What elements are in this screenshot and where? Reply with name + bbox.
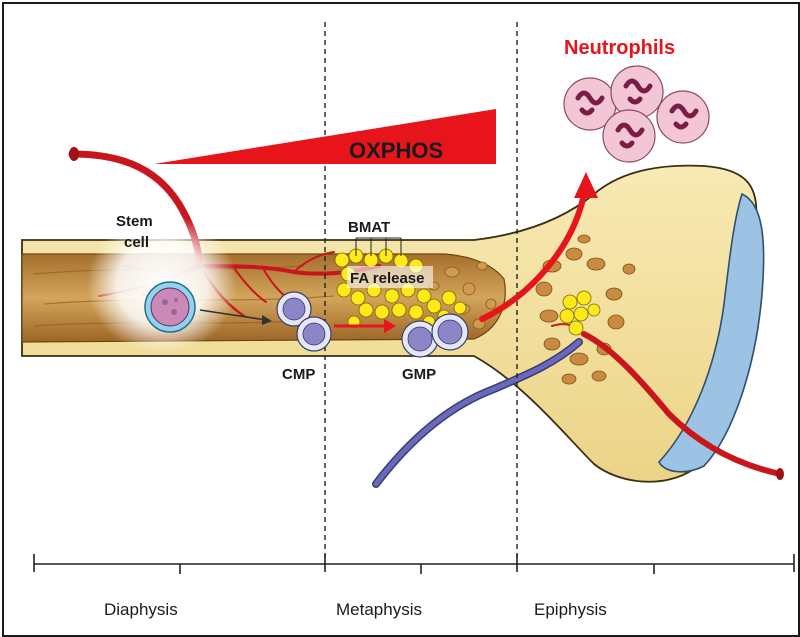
bone-marrow-diagram: OXPHOS Stem cell CMP BMAT FA (21, 22, 795, 619)
neutrophil (563, 77, 617, 131)
differentiation-arrow-1 (199, 309, 267, 321)
neutrophil (610, 65, 664, 119)
region-label-epiphysis: Epiphysis (534, 600, 607, 619)
stem-cell (144, 281, 196, 333)
oxphos-gradient-wedge (154, 109, 496, 164)
epiphysis-adipocytes (559, 290, 601, 336)
bmat-label: BMAT (348, 219, 390, 236)
region-label-diaphysis: Diaphysis (104, 600, 178, 619)
region-bracket (33, 554, 795, 574)
neutrophil (656, 90, 710, 144)
arrow-head (574, 172, 598, 198)
stem-cell-label-line1: Stem (116, 213, 153, 230)
artery-end (69, 147, 79, 161)
vein-highlight (373, 339, 582, 487)
artery-end (776, 468, 784, 480)
cmp-label: CMP (282, 366, 315, 383)
trabecular-bone-epiphysis (535, 234, 636, 385)
gmp-label: GMP (402, 366, 436, 383)
fa-release-backdrop (347, 266, 433, 288)
articular-cartilage (658, 192, 765, 473)
neutrophils (563, 65, 710, 163)
region-label-metaphysis: Metaphysis (336, 600, 422, 619)
bmat-lines (355, 237, 402, 256)
oxphos-label: OXPHOS (349, 138, 443, 163)
arrow-head (384, 319, 396, 333)
cmp-cells (276, 291, 332, 352)
arrow-head (262, 315, 272, 325)
neutrophils-label: Neutrophils (564, 37, 675, 59)
stem-cell-label-line2: cell (124, 234, 149, 251)
neutrophil (602, 109, 656, 163)
fa-release-label: FA release (350, 270, 425, 287)
egress-arrow (479, 191, 587, 322)
gmp-cells (401, 313, 469, 358)
